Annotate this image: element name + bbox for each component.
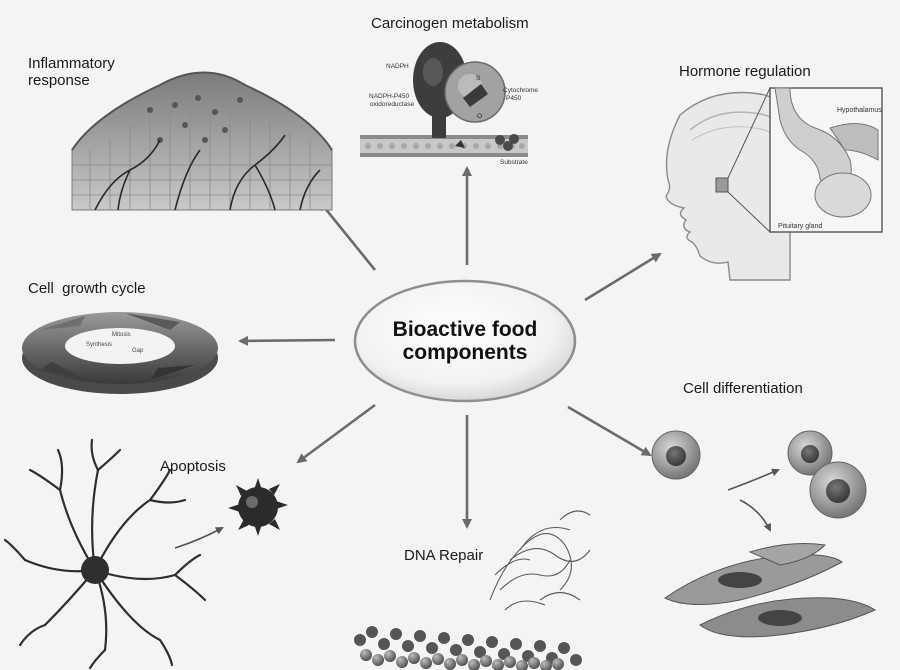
carcinogen-metabolism-illustration: NADPH NADPH-P450 oxidoreductase Cytochro… xyxy=(360,42,538,166)
center-node-label: Bioactive food components xyxy=(375,318,555,364)
label-cycle-phase-synthesis: Synthesis xyxy=(86,342,112,348)
label-o: O xyxy=(477,113,482,120)
label-apoptosis: Apoptosis xyxy=(160,458,226,475)
dna-repair-illustration xyxy=(354,511,590,670)
label-cytochrome: Cytochrome xyxy=(503,87,538,94)
arrow-to-apoptosis xyxy=(298,405,375,462)
apoptosis-illustration xyxy=(5,440,288,668)
label-cell-differentiation: Cell differentiation xyxy=(683,380,803,397)
label-carcinogen-metabolism: Carcinogen metabolism xyxy=(371,15,529,32)
arrow-to-cell-differentiation xyxy=(568,407,650,455)
label-p450: P450 xyxy=(506,95,522,102)
cell-growth-cycle-illustration: Synthesis Gap Mitosis xyxy=(22,312,218,394)
arrow-to-hormone-regulation xyxy=(585,254,660,300)
label-inflammatory-response: Inflammatory response xyxy=(28,55,115,89)
label-pituitary-gland: Pituitary gland xyxy=(778,223,822,230)
label-hormone-regulation: Hormone regulation xyxy=(679,63,811,80)
label-dna-repair: DNA Repair xyxy=(404,547,483,564)
hormone-regulation-illustration: Hypothalamus Pituitary gland xyxy=(666,88,882,280)
label-s: S xyxy=(476,75,481,82)
label-nadph: NADPH xyxy=(386,63,409,70)
label-cell-growth-cycle: Cell growth cycle xyxy=(28,280,146,297)
inflammatory-response-illustration xyxy=(72,73,332,211)
center-label-line1: Bioactive food xyxy=(375,318,555,341)
center-label-line2: components xyxy=(375,341,555,364)
label-oxidoreductase: oxidoreductase xyxy=(370,101,414,108)
label-substrate: Substrate xyxy=(500,159,528,166)
label-inflammatory-line2: response xyxy=(28,72,115,89)
arrow-to-inflammatory-response xyxy=(320,202,375,270)
arrow-to-cell-growth-cycle xyxy=(240,340,335,341)
label-nadph-p450: NADPH-P450 xyxy=(369,93,409,100)
cell-differentiation-illustration xyxy=(652,431,875,637)
label-cycle-phase-mitosis: Mitosis xyxy=(112,332,131,338)
label-inflammatory-line1: Inflammatory xyxy=(28,55,115,72)
label-hypothalamus: Hypothalamus xyxy=(837,107,882,114)
label-cycle-phase-gap: Gap xyxy=(132,348,144,354)
